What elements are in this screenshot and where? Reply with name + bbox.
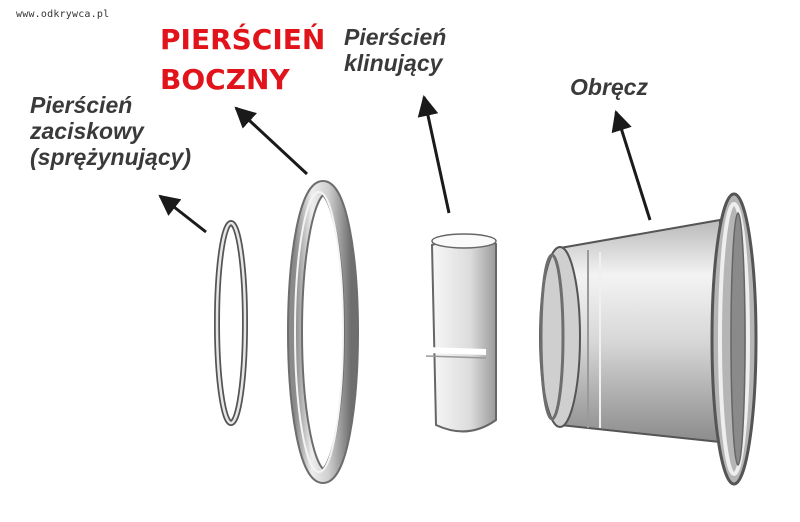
arrow-zaciskowy xyxy=(158,194,207,234)
label-zaciskowy-line3: (sprężynujący) xyxy=(30,144,192,170)
side-ring-part xyxy=(287,180,359,484)
snap-ring-part xyxy=(214,220,248,426)
label-zaciskowy: Pierścień zaciskowy (sprężynujący) xyxy=(30,92,191,170)
label-zaciskowy-line2: zaciskowy xyxy=(30,118,144,144)
label-boczny: PIERŚCIEŃ BOCZNY xyxy=(160,20,325,100)
label-zaciskowy-line1: Pierścień xyxy=(30,92,133,118)
label-obrecz: Obręcz xyxy=(570,74,648,100)
arrow-boczny xyxy=(234,106,309,176)
label-boczny-line1: PIERŚCIEŃ xyxy=(160,23,326,56)
label-klinujacy-line1: Pierścień xyxy=(344,24,447,50)
arrow-klinujacy xyxy=(417,94,451,214)
label-obrecz-line1: Obręcz xyxy=(570,74,648,100)
lock-ring-part xyxy=(425,233,497,433)
watermark-text: www.odkrywca.pl xyxy=(16,9,110,20)
rim-part xyxy=(539,192,758,486)
label-klinujacy: Pierścień klinujący xyxy=(344,24,446,76)
label-boczny-line2: BOCZNY xyxy=(160,63,290,96)
label-klinujacy-line2: klinujący xyxy=(344,50,443,76)
arrow-obrecz xyxy=(611,109,652,221)
